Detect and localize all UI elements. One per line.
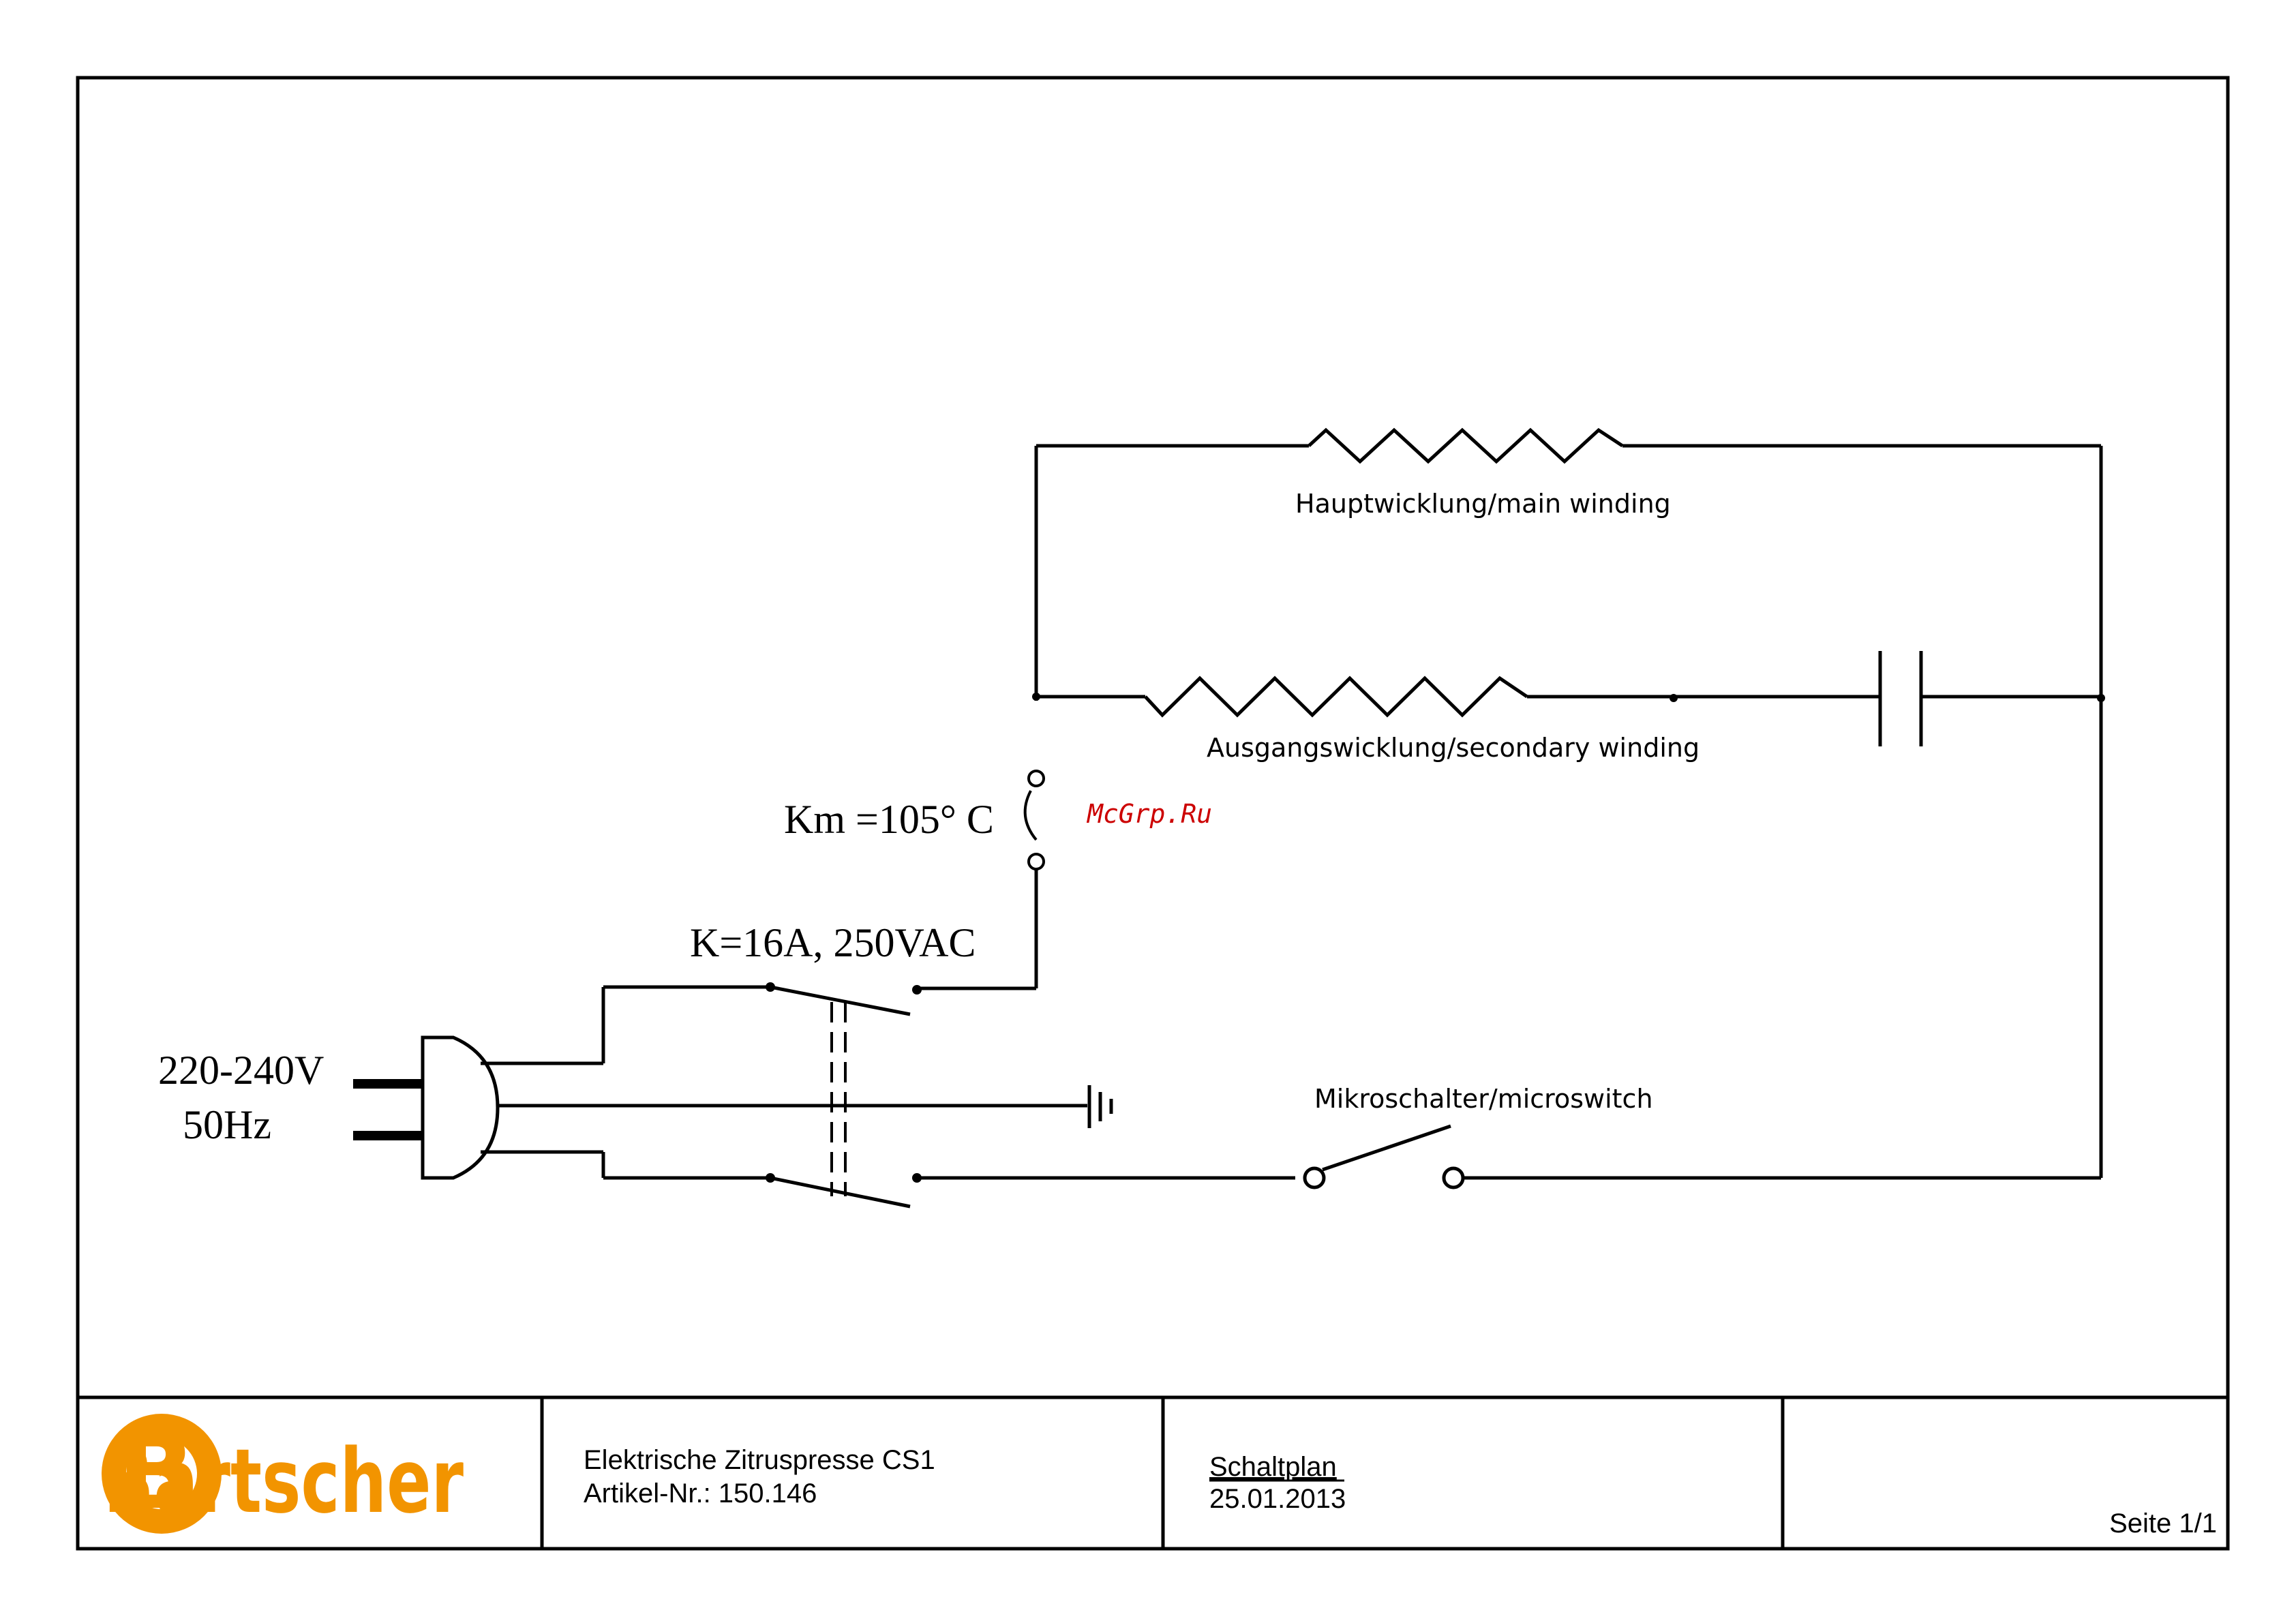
switch-rating-label: K=16A, 250VAC — [690, 920, 976, 965]
main-winding-resistor — [1309, 430, 1622, 461]
bartscher-logo: B Bartscher — [102, 1414, 464, 1534]
microswitch-label: Mikroschalter/microswitch — [1314, 1084, 1653, 1114]
microswitch-symbol — [1305, 1126, 2101, 1187]
secondary-winding-branch — [1032, 651, 2105, 746]
mains-plug-symbol — [353, 987, 1087, 1178]
document-date: 25.01.2013 — [1209, 1484, 1346, 1514]
document-type: Schaltplan — [1209, 1452, 1337, 1482]
secondary-winding-label: Ausgangswicklung/secondary winding — [1207, 733, 1700, 763]
watermark: McGrp.Ru — [1086, 799, 1212, 829]
logo-wordmark: Bartscher — [104, 1429, 464, 1533]
ground-symbol — [1089, 1085, 1111, 1128]
frequency-label: 50Hz — [183, 1102, 271, 1147]
product-name: Elektrische Zitruspresse CS1 — [584, 1445, 935, 1475]
secondary-winding-resistor — [1145, 678, 1527, 715]
page-number: Seite 1/1 — [2109, 1508, 2217, 1538]
thermal-cutout-label: Km =105° C — [784, 797, 994, 842]
main-switch-symbol — [603, 982, 1295, 1207]
article-number: Artikel-Nr.: 150.146 — [584, 1478, 817, 1508]
voltage-label: 220-240V — [158, 1048, 324, 1093]
main-winding-label: Hauptwicklung/main winding — [1295, 489, 1671, 519]
thermal-cutout-symbol — [1025, 771, 1044, 988]
